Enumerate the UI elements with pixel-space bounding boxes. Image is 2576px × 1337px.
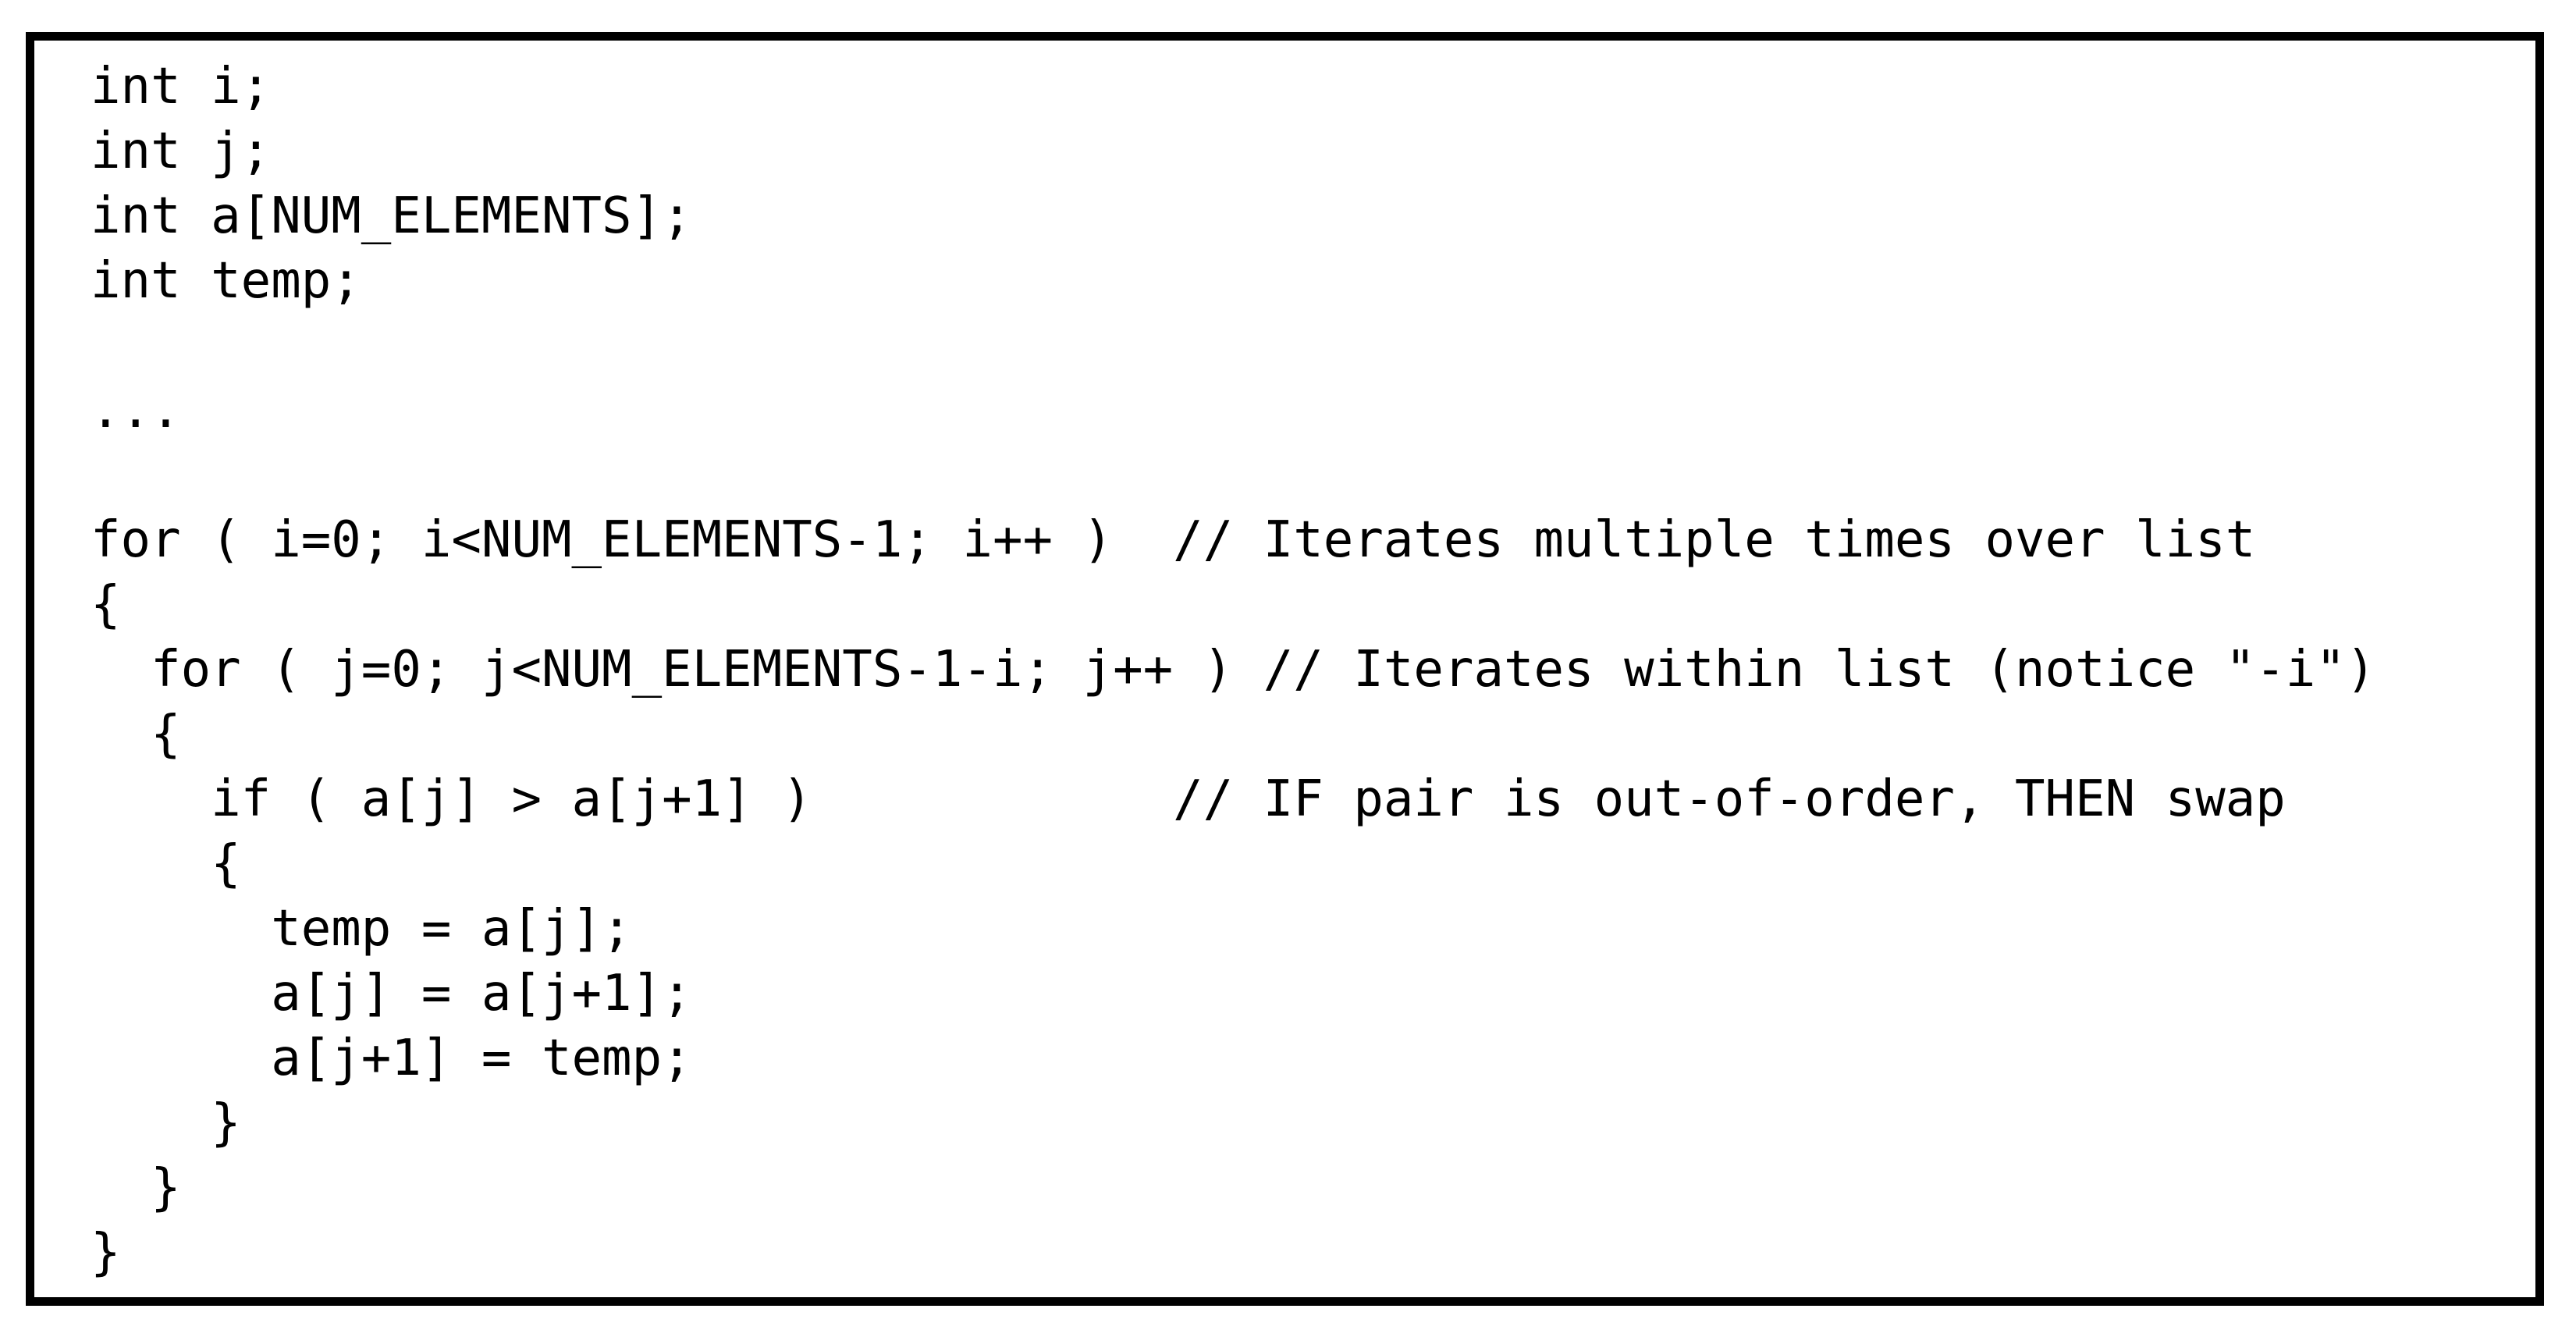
code-line-text: for ( j=0; j<NUM_ELEMENTS-1-i; j++ ) <box>91 641 1263 699</box>
code-line-text: if ( a[j] > a[j+1] ) <box>91 770 1174 828</box>
code-line-text: { <box>91 576 121 634</box>
code-line: { <box>91 573 2375 638</box>
code-line: int i; <box>91 55 2375 119</box>
code-line: if ( a[j] > a[j+1] ) // IF pair is out-o… <box>91 767 2375 832</box>
code-line: for ( j=0; j<NUM_ELEMENTS-1-i; j++ ) // … <box>91 638 2375 702</box>
code-line: { <box>91 832 2375 897</box>
code-line: for ( i=0; i<NUM_ELEMENTS-1; i++ ) // It… <box>91 508 2375 573</box>
code-line: } <box>91 1091 2375 1156</box>
code-line-text: temp = a[j]; <box>91 900 632 958</box>
code-line: { <box>91 702 2375 767</box>
code-line-text: a[j+1] = temp; <box>91 1029 692 1087</box>
code-line-comment: // IF pair is out-of-order, THEN swap <box>1173 770 2286 828</box>
code-line-text: { <box>91 835 241 893</box>
code-line-text: { <box>91 706 181 763</box>
code-line <box>91 443 2375 508</box>
code-line-text: } <box>91 1094 241 1152</box>
code-line: int a[NUM_ELEMENTS]; <box>91 184 2375 249</box>
code-line-text: int j; <box>91 123 272 180</box>
code-line-text: int i; <box>91 58 272 116</box>
code-line: int j; <box>91 119 2375 184</box>
code-line: } <box>91 1156 2375 1221</box>
code-listing: int i; int j; int a[NUM_ELEMENTS];int temp… <box>91 55 2375 1285</box>
code-line: a[j+1] = temp; <box>91 1026 2375 1091</box>
code-line-text: a[j] = a[j+1]; <box>91 965 692 1022</box>
code-line-comment: // Iterates within list (notice "-i") <box>1263 641 2376 699</box>
code-line: a[j] = a[j+1]; <box>91 962 2375 1026</box>
code-line-text: int temp; <box>91 252 361 310</box>
code-line-comment: // Iterates multiple times over list <box>1173 511 2256 569</box>
code-line-text: } <box>91 1224 121 1282</box>
code-line-text: } <box>91 1159 181 1217</box>
code-frame: int i; int j; int a[NUM_ELEMENTS];int temp… <box>26 32 2544 1306</box>
code-line: temp = a[j]; <box>91 897 2375 962</box>
code-line: int temp; <box>91 249 2375 314</box>
code-line: } <box>91 1221 2375 1285</box>
code-line: ... <box>91 379 2375 443</box>
code-line-text: for ( i=0; i<NUM_ELEMENTS-1; i++ ) <box>91 511 1174 569</box>
code-line-text: ... <box>91 382 181 439</box>
code-line-text: int a[NUM_ELEMENTS]; <box>91 187 692 245</box>
code-line <box>91 314 2375 379</box>
